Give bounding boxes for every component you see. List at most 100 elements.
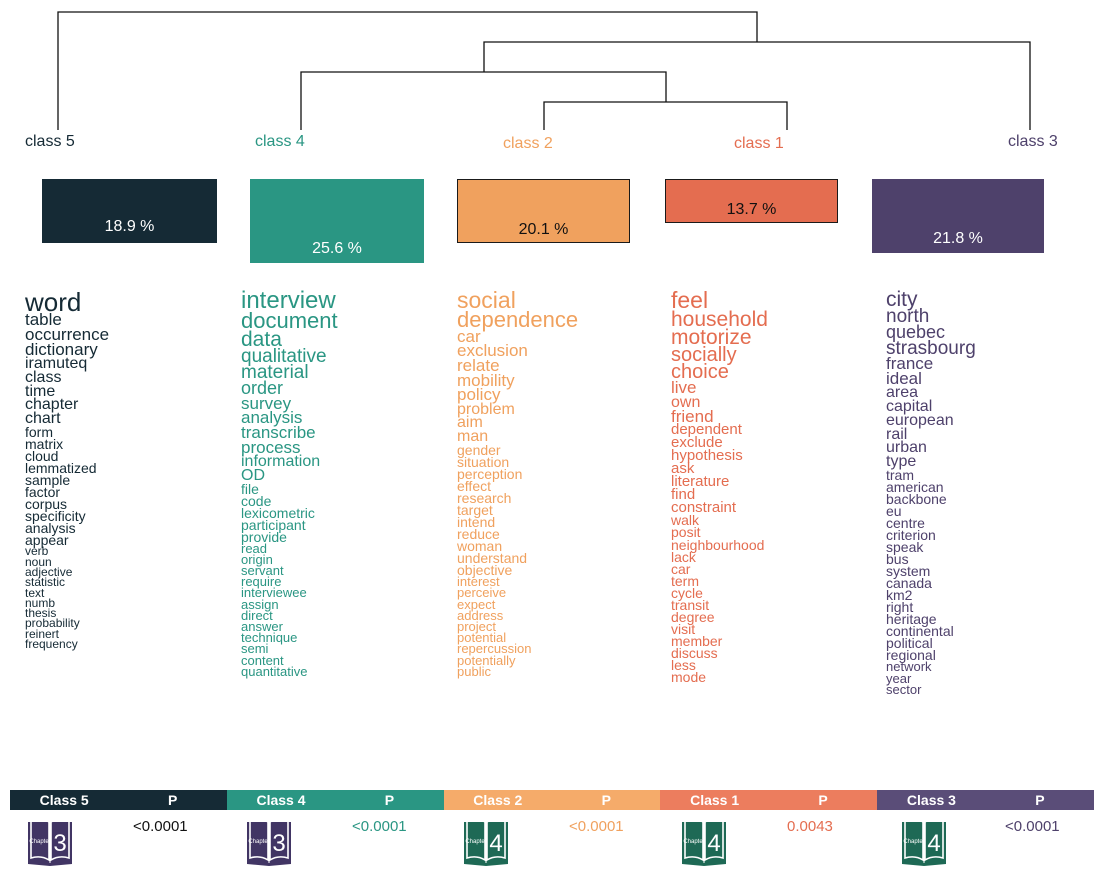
word-item: quantitative bbox=[241, 663, 308, 679]
table-header-cell: Class 5 bbox=[10, 790, 119, 810]
word-item: network bbox=[886, 659, 932, 675]
word-item: system bbox=[886, 563, 931, 580]
word-item: objective bbox=[457, 562, 513, 579]
word-item: research bbox=[457, 490, 512, 507]
word-item: policy bbox=[457, 385, 501, 405]
word-item: intend bbox=[457, 514, 496, 531]
class-5-percent-box: 18.9 % bbox=[42, 179, 217, 243]
word-item: origin bbox=[241, 551, 273, 567]
word-item: expect bbox=[457, 596, 496, 612]
book-chapter-label: Chapter bbox=[248, 839, 269, 845]
dendrogram bbox=[57, 11, 1031, 130]
word-item: relate bbox=[457, 355, 500, 375]
word-item: posit bbox=[671, 524, 701, 541]
word-item: bus bbox=[886, 551, 909, 568]
word-item: order bbox=[241, 378, 284, 399]
dendrogram-branch bbox=[543, 101, 788, 130]
book-chapter-label: Chapter bbox=[29, 839, 50, 845]
word-item: qualitative bbox=[241, 345, 327, 367]
word-item: tram bbox=[886, 466, 914, 483]
table-header-cell: P bbox=[552, 790, 661, 810]
word-item: cycle bbox=[671, 584, 703, 601]
word-item: continental bbox=[886, 623, 954, 640]
word-item: read bbox=[241, 540, 268, 556]
word-item: numb bbox=[25, 595, 56, 610]
word-item: type bbox=[886, 453, 917, 471]
word-item: noun bbox=[25, 554, 52, 569]
word-item: urban bbox=[886, 439, 927, 457]
word-item: chapter bbox=[25, 396, 79, 414]
word-item: km2 bbox=[886, 587, 913, 604]
word-item: reinert bbox=[25, 626, 60, 641]
word-item: american bbox=[886, 478, 944, 495]
word-item: feel bbox=[671, 287, 709, 313]
word-item: process bbox=[241, 437, 301, 457]
word-item: semi bbox=[241, 641, 269, 657]
word-item: canada bbox=[886, 575, 932, 592]
p-value: <0.0001 bbox=[569, 818, 624, 835]
word-item: degree bbox=[671, 608, 715, 625]
word-item: gender bbox=[457, 441, 501, 458]
word-item: social bbox=[457, 287, 516, 313]
word-item: neighbourhood bbox=[671, 536, 765, 553]
word-item: understand bbox=[457, 550, 528, 567]
word-item: target bbox=[457, 502, 493, 519]
word-item: class bbox=[25, 368, 62, 386]
word-item: speak bbox=[886, 539, 924, 556]
word-item: find bbox=[671, 485, 696, 503]
word-item: answer bbox=[241, 619, 283, 634]
dendrogram-branch bbox=[57, 11, 758, 130]
word-item: lack bbox=[671, 548, 696, 565]
word-item: live bbox=[671, 378, 697, 398]
dendrogram-branch bbox=[483, 41, 1031, 130]
word-item: lexicometric bbox=[241, 504, 315, 521]
word-item: literature bbox=[671, 472, 730, 490]
p-value: <0.0001 bbox=[1005, 818, 1060, 835]
table-header-cell: P bbox=[985, 790, 1095, 810]
word-item: chart bbox=[25, 410, 61, 428]
word-item: ideal bbox=[886, 368, 922, 388]
word-item: centre bbox=[886, 515, 925, 532]
word-item: reduce bbox=[457, 526, 500, 543]
word-item: north bbox=[886, 306, 930, 328]
word-item: information bbox=[241, 453, 321, 471]
word-item: form bbox=[25, 423, 53, 440]
word-item: lemmatized bbox=[25, 460, 97, 477]
word-item: less bbox=[671, 656, 696, 673]
word-item: OD bbox=[241, 466, 265, 484]
word-item: document bbox=[241, 307, 338, 333]
p-value-table-header: Class 5 P Class 4 P Class 2 P Class 1 P … bbox=[10, 790, 1095, 810]
word-item: table bbox=[25, 310, 62, 330]
word-item: corpus bbox=[25, 496, 68, 513]
table-header-cell: Class 1 bbox=[660, 790, 769, 810]
word-item: potential bbox=[457, 630, 507, 646]
word-item: appear bbox=[25, 532, 69, 549]
word-item: own bbox=[671, 393, 701, 411]
word-item: file bbox=[241, 480, 259, 497]
class-1-label: class 1 bbox=[734, 135, 784, 152]
word-item: analysis bbox=[241, 408, 303, 428]
word-item: verb bbox=[25, 544, 49, 559]
word-item: sample bbox=[25, 472, 71, 489]
word-item: text bbox=[25, 585, 45, 600]
word-item: ask bbox=[671, 459, 695, 477]
class-1-percent-box: 13.7 % bbox=[665, 179, 838, 223]
word-item: effect bbox=[457, 478, 491, 495]
word-item: exclusion bbox=[457, 341, 528, 361]
word-item: walk bbox=[671, 512, 700, 529]
word-item: content bbox=[241, 652, 284, 668]
word-item: factor bbox=[25, 484, 61, 501]
word-item: thesis bbox=[25, 606, 57, 621]
word-item: mode bbox=[671, 668, 707, 685]
word-item: occurrence bbox=[25, 324, 110, 344]
class-2-percent: 20.1 % bbox=[518, 221, 569, 238]
book-chapter-number: 3 bbox=[272, 830, 285, 857]
word-item: area bbox=[886, 384, 919, 402]
